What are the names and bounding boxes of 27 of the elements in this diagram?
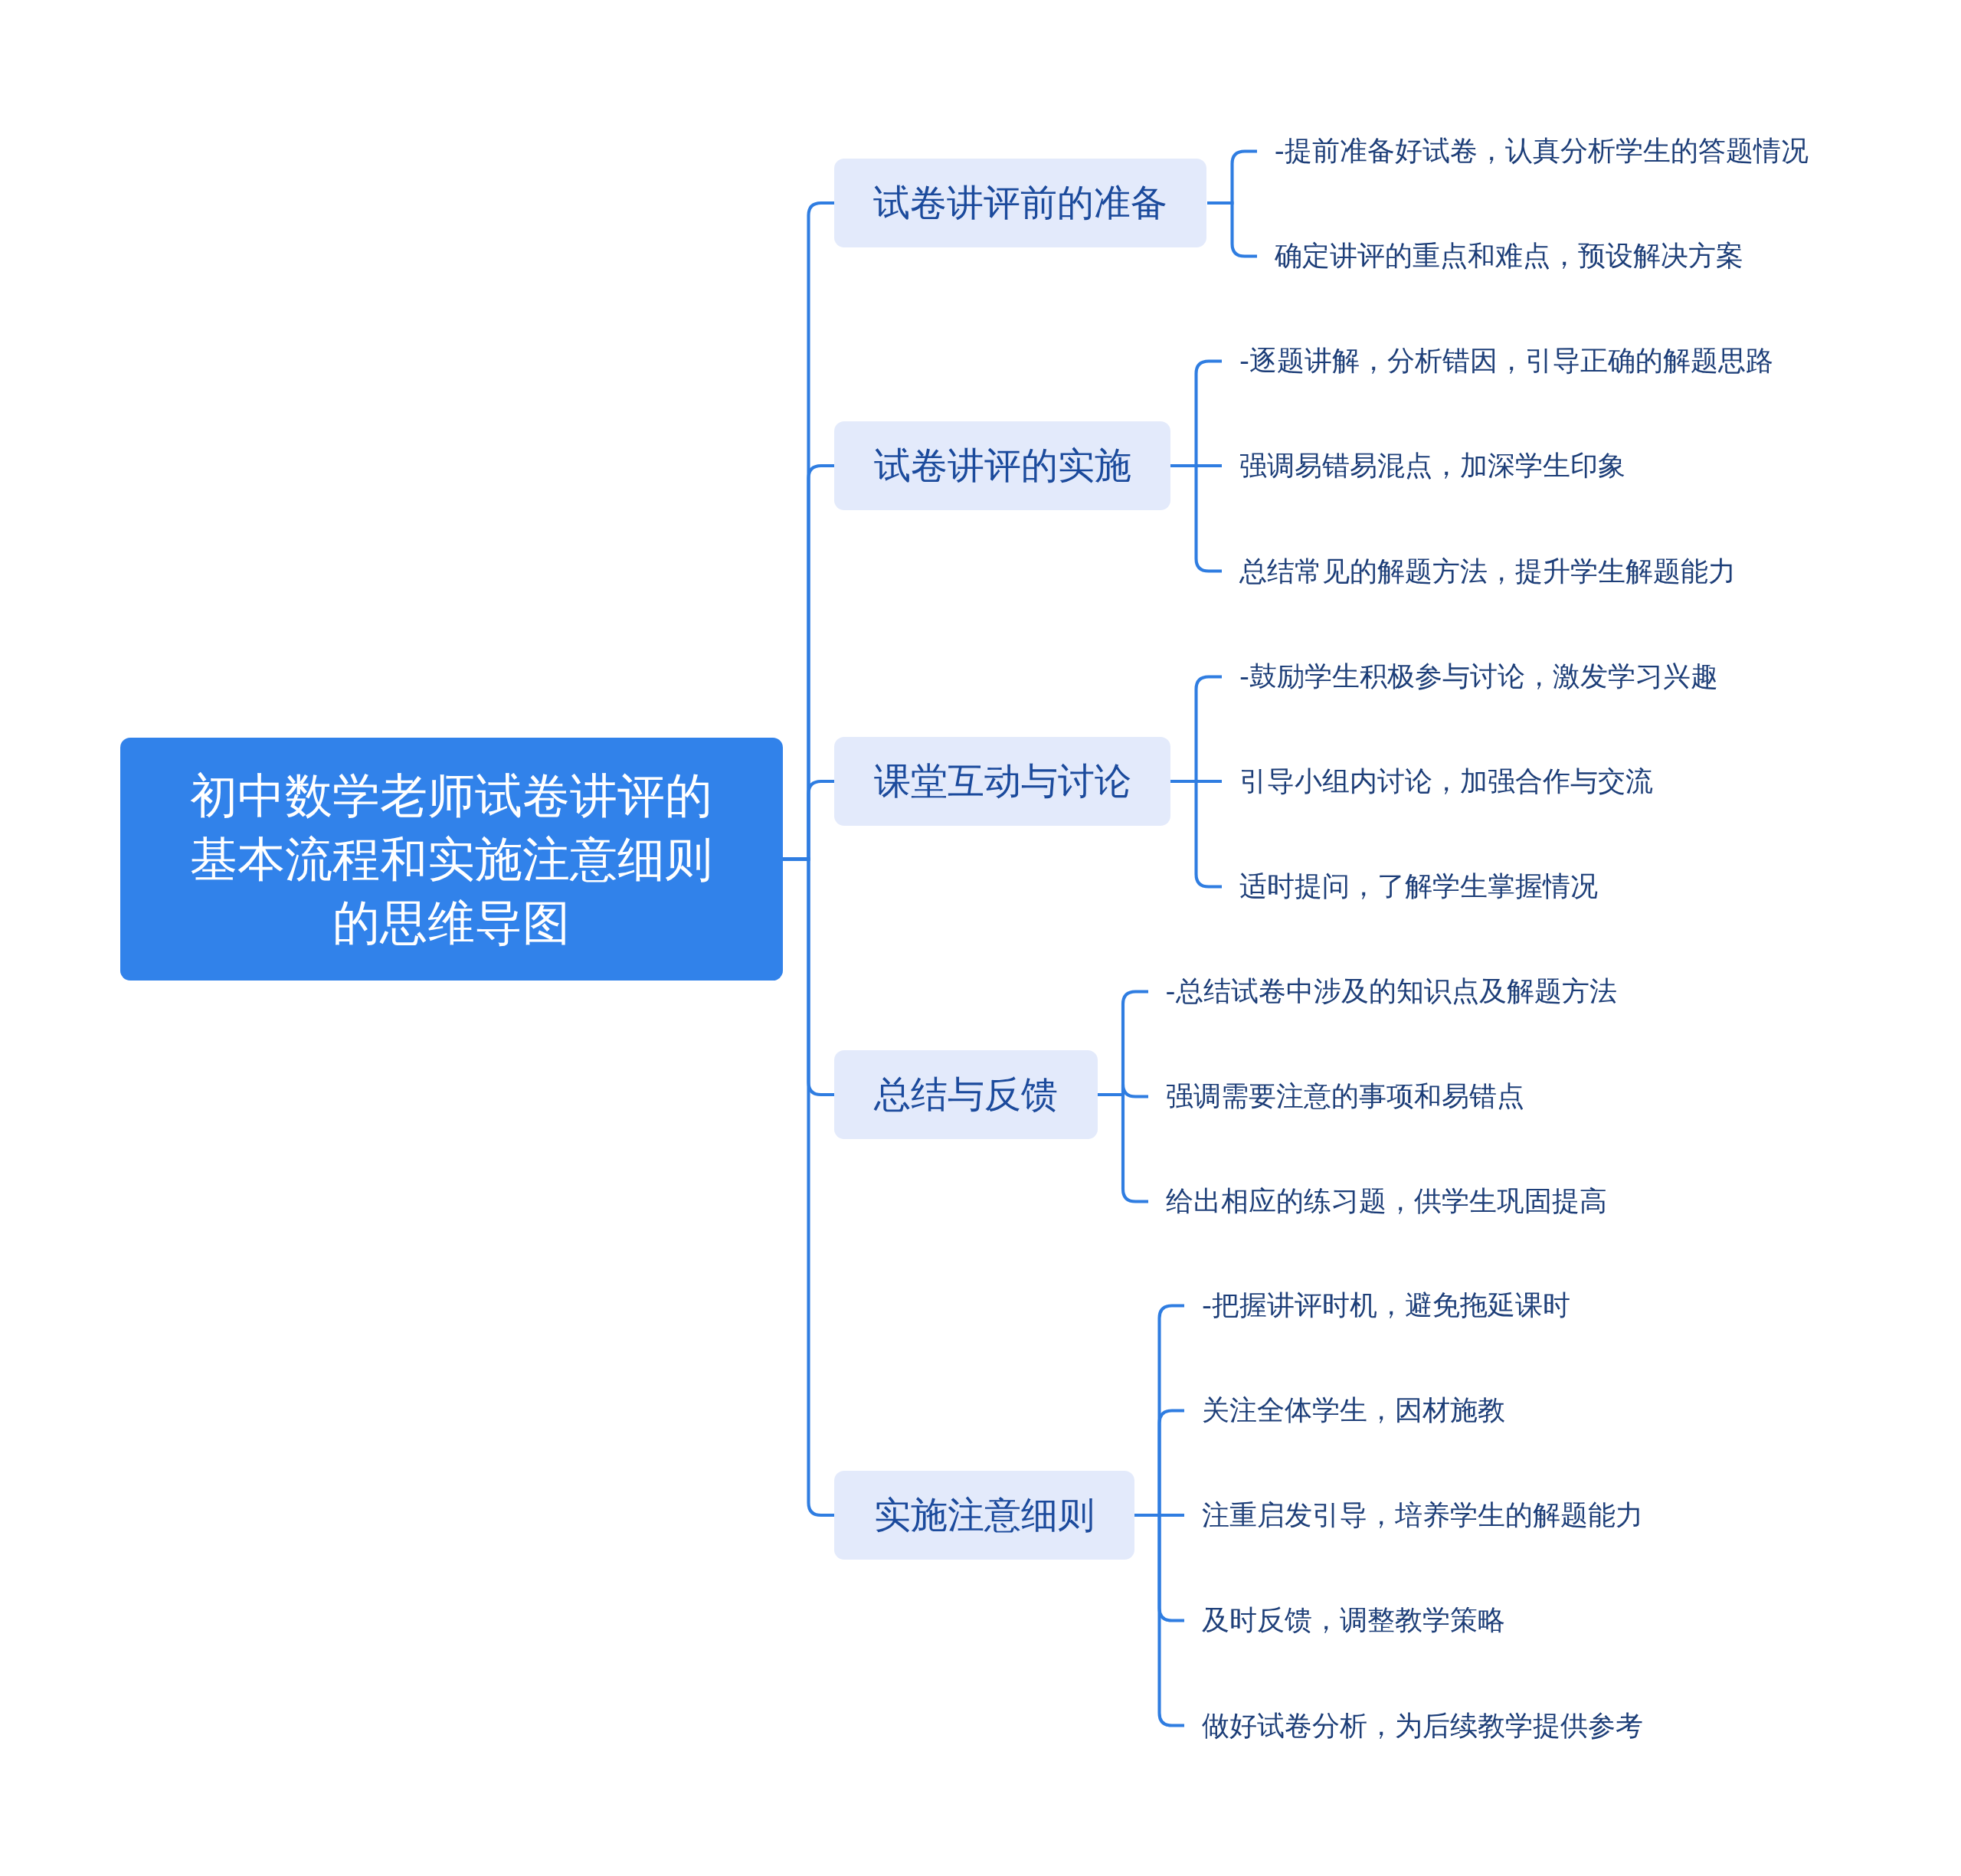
subtopic-text: 及时反馈，调整教学策略 [1184, 1596, 1505, 1646]
central-topic-box: 初中数学老师试卷讲评的基本流程和实施注意细则的思维导图 [119, 738, 784, 981]
subtopic-text: 确定讲评的重点和难点，预设解决方案 [1256, 231, 1743, 282]
subtopic-text: 给出相应的练习题，供学生巩固提高 [1147, 1177, 1607, 1227]
subtopic-text: 关注全体学生，因材施教 [1184, 1385, 1505, 1436]
subtopic-text: -提前准备好试卷，认真分析学生的答题情况 [1256, 126, 1809, 177]
connector-line [1098, 1092, 1148, 1203]
subtopic-text: 引导小组内讨论，加强合作与交流 [1222, 756, 1653, 807]
subtopic-text: 强调需要注意的事项和易错点 [1147, 1072, 1524, 1122]
topic-box: 实施注意细则 [833, 1471, 1134, 1560]
topic-box: 试卷讲评前的准备 [833, 159, 1207, 248]
connector-line [1170, 779, 1222, 889]
subtopic-text: -总结试卷中涉及的知识点及解题方法 [1147, 967, 1617, 1017]
subtopic-text: 总结常见的解题方法，提升学生解题能力 [1222, 546, 1736, 597]
subtopic-text: 做好试卷分析，为后续教学提供参考 [1184, 1701, 1643, 1751]
connector-line [1134, 1513, 1184, 1727]
connector-line [1170, 463, 1222, 573]
subtopic-text: 注重启发引导，培养学生的解题能力 [1184, 1491, 1643, 1541]
subtopic-text: 适时提问，了解学生掌握情况 [1222, 861, 1598, 912]
subtopic-text: -逐题讲解，分析错因，引导正确的解题思路 [1222, 336, 1773, 387]
topic-box: 试卷讲评的实施 [833, 421, 1171, 511]
subtopic-text: -把握讲评时机，避免拖延课时 [1184, 1280, 1570, 1331]
topic-box: 课堂互动与讨论 [833, 736, 1171, 826]
connector-line [1207, 201, 1257, 258]
topic-box: 总结与反馈 [833, 1050, 1098, 1140]
subtopic-text: -鼓励学生积极参与讨论，激发学习兴趣 [1222, 651, 1718, 702]
subtopic-text: 强调易错易混点，加深学生印象 [1222, 441, 1625, 492]
